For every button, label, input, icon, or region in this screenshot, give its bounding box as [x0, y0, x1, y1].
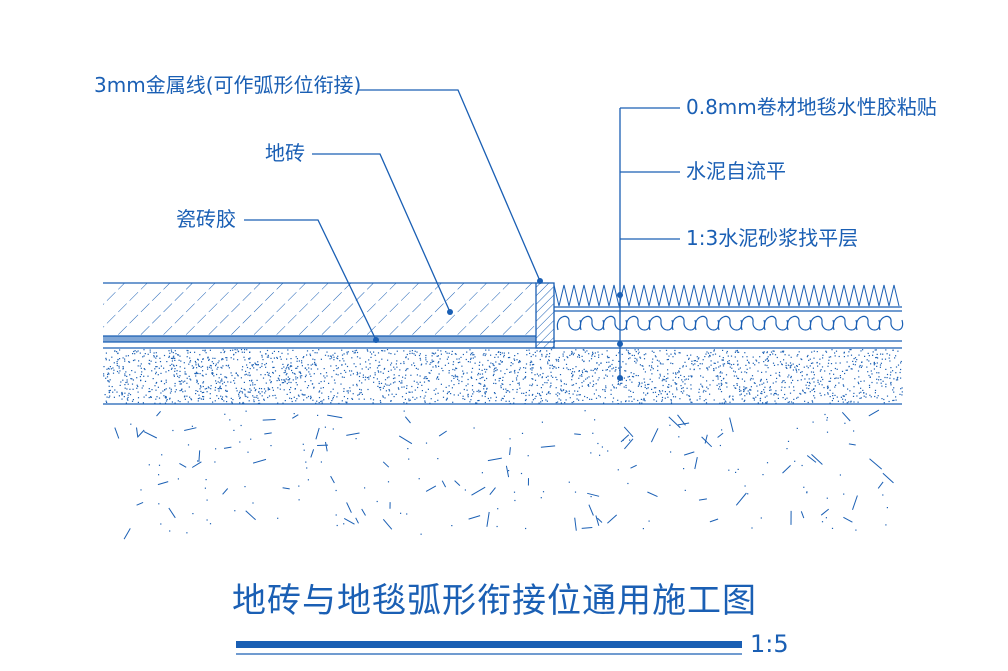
drawing-scale: 1:5	[750, 630, 789, 658]
carpet-layer	[553, 284, 902, 308]
metal-strip	[535, 282, 555, 349]
label-floor-tile: 地砖	[265, 141, 305, 165]
base-concrete	[114, 409, 894, 540]
leader-floor-tile	[312, 153, 453, 315]
label-carpet: 0.8mm卷材地毯水性胶粘贴	[686, 95, 937, 119]
title-underline	[236, 641, 742, 648]
self-leveling-layer	[554, 310, 904, 342]
label-metal-strip: 3mm金属线(可作弧形位衔接)	[94, 73, 361, 97]
floor-tile-layer	[103, 282, 536, 337]
drawing-title: 地砖与地毯弧形衔接位通用施工图	[232, 581, 757, 621]
tile-adhesive-layer	[103, 336, 555, 343]
label-tile-adhesive: 瓷砖胶	[176, 207, 236, 231]
mortar-bed-layer	[103, 349, 903, 405]
label-self-leveling: 水泥自流平	[686, 159, 786, 183]
leader-tile-adhesive	[244, 219, 379, 343]
leader-right-stack	[617, 107, 680, 381]
leader-metal-strip	[358, 89, 543, 284]
label-mortar-bed: 1:3水泥砂浆找平层	[686, 226, 858, 250]
